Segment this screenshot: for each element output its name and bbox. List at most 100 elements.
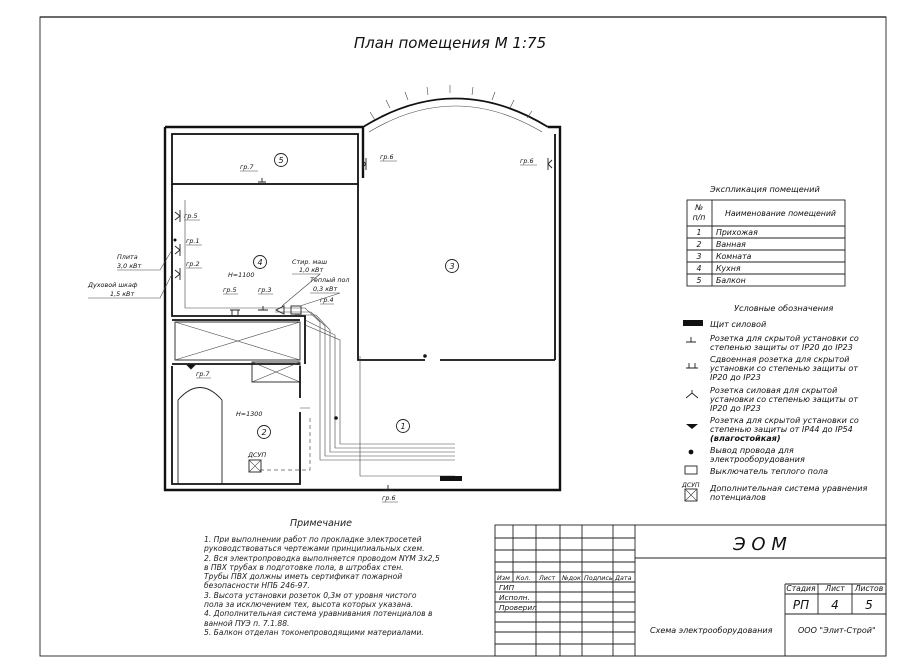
group-label: гр.6 — [382, 494, 396, 502]
bathroom-walls — [171, 366, 301, 485]
dsup-cross — [248, 459, 262, 473]
room-marker — [396, 419, 410, 433]
legend-item: Розетка для скрытой установки со — [710, 333, 859, 343]
height-label: H=1300 — [236, 410, 262, 418]
explication-name: Прихожая — [716, 228, 758, 237]
socket-icon — [174, 268, 181, 280]
note-line: руководствоваться чертежами принципиальн… — [204, 544, 425, 554]
explication-num: 4 — [697, 264, 702, 273]
group-label: гр.6 — [520, 157, 534, 165]
explication-col-name: Наименование помещений — [725, 209, 836, 218]
arch-outer — [362, 97, 549, 128]
company-name: ООО "Элит-Строй" — [798, 626, 876, 635]
room-numbers: 1 2 3 4 5 — [257, 156, 454, 437]
plan-annotations: гр.7 гр.6 гр.6 гр.5 гр.1 гр.2 Плита 3,0 … — [87, 153, 537, 503]
room-number: 2 — [261, 428, 266, 437]
wiring-run-4 — [304, 319, 455, 449]
socket-icon — [258, 306, 268, 311]
legend-item: Щит силовой — [710, 319, 766, 329]
wiring-run-3 — [295, 314, 455, 453]
role-label: Исполн. — [499, 593, 530, 602]
title-block-frame — [494, 524, 887, 657]
note-line: в ПВХ трубах в подготовке пола, в штроба… — [204, 562, 404, 572]
socket-symbols — [174, 158, 553, 491]
explication-text: № п/п Наименование помещений 1 Прихожая … — [693, 203, 836, 285]
legend-item: электрооборудования — [710, 454, 805, 464]
wiring-run-2 — [275, 311, 455, 457]
wet-socket-icon — [686, 424, 698, 429]
room-marker — [257, 425, 271, 439]
power-panel — [440, 476, 462, 481]
legend-item: Розетка силовая для скрытой — [710, 385, 837, 395]
socket-icon — [230, 309, 240, 315]
explication-num: 1 — [697, 228, 702, 237]
note-line: 1. При выполнении работ по прокладке эле… — [204, 535, 422, 544]
notes-title: Примечание — [290, 518, 353, 529]
floor-switch-icon — [684, 465, 698, 475]
col-header: №док — [561, 574, 581, 582]
group-label: гр.1 — [186, 237, 200, 245]
legend-item: IP20 до IP23 — [710, 403, 761, 413]
stadia-value: РП — [793, 598, 809, 612]
group-label: гр.5 — [223, 286, 237, 294]
explication-name: Ванная — [716, 240, 746, 249]
room-marker — [253, 255, 267, 269]
title-block-text: Э О М Изм Кол. Лист №док Подпись Дата ГИ… — [497, 534, 884, 635]
room3-walls — [357, 134, 556, 361]
room-number: 3 — [449, 262, 454, 271]
wire-outlet-icon — [688, 449, 694, 455]
height-label: H=1100 — [228, 271, 254, 279]
note-line: 2. Вся электропроводка выполняется прово… — [204, 553, 440, 563]
arch-hatching — [369, 85, 533, 121]
dsup-icon-cross — [684, 488, 698, 502]
dsup-icon — [684, 488, 698, 502]
group-label: гр.7 — [240, 163, 254, 171]
drawing-code: Э О М — [732, 534, 787, 555]
legend-text: Щит силовой Розетка для скрытой установк… — [681, 319, 868, 502]
floor-plan — [163, 85, 562, 492]
room-marker — [274, 153, 288, 167]
list-value: 4 — [831, 598, 839, 612]
group-label: гр.3 — [258, 286, 272, 294]
room-number: 4 — [257, 258, 262, 267]
dsup-run — [260, 418, 311, 471]
legend-item: установки со степенью защиты от — [709, 394, 858, 404]
equipment-label: 1,5 кВт — [110, 290, 134, 298]
col-header: Изм — [497, 574, 510, 582]
role-label: ГИП — [499, 583, 515, 592]
dsup-label: ДСУП — [247, 451, 266, 459]
wiring-run-5 — [300, 356, 455, 477]
note-line: 5. Балкон отделан токонепроводящими мате… — [204, 627, 424, 637]
room-markers — [253, 153, 459, 439]
group-label: гр.7 — [196, 370, 210, 378]
explication-num: 2 — [697, 240, 702, 249]
double-socket-icon — [686, 363, 698, 369]
socket-icon — [547, 158, 553, 170]
col-header: Подпись — [584, 574, 613, 582]
list-header: Лист — [824, 584, 845, 593]
explication-num: 5 — [697, 276, 702, 285]
balcony-walls — [171, 133, 359, 185]
socket-icon — [686, 337, 696, 343]
arch-inner — [368, 105, 543, 133]
small-shaft-cross — [251, 361, 301, 383]
leader-lines — [88, 160, 537, 503]
group-label: гр.6 — [380, 153, 394, 161]
legend-item: Выключатель теплого пола — [710, 466, 828, 476]
note-line: ванной ПУЭ п. 7.1.88. — [204, 618, 290, 628]
legend-item: Вывод провода для — [710, 445, 794, 455]
role-label: Проверил — [499, 603, 537, 612]
room-number: 1 — [400, 422, 405, 431]
title-block — [494, 524, 887, 657]
room-marker — [445, 259, 459, 273]
bathtub — [177, 387, 223, 484]
note-line: Трубы ПВХ должны иметь сертификат пожарн… — [204, 572, 403, 582]
shaft-cross — [174, 321, 301, 361]
legend-item: ДСУП — [681, 482, 700, 489]
listov-header: Листов — [854, 584, 884, 593]
explication-name: Кухня — [716, 264, 741, 273]
power-socket-icon — [685, 390, 699, 399]
legend-item: (влагостойкая) — [710, 433, 781, 443]
equipment-label: 3,0 кВт — [117, 262, 141, 270]
socket-icon — [383, 485, 393, 491]
